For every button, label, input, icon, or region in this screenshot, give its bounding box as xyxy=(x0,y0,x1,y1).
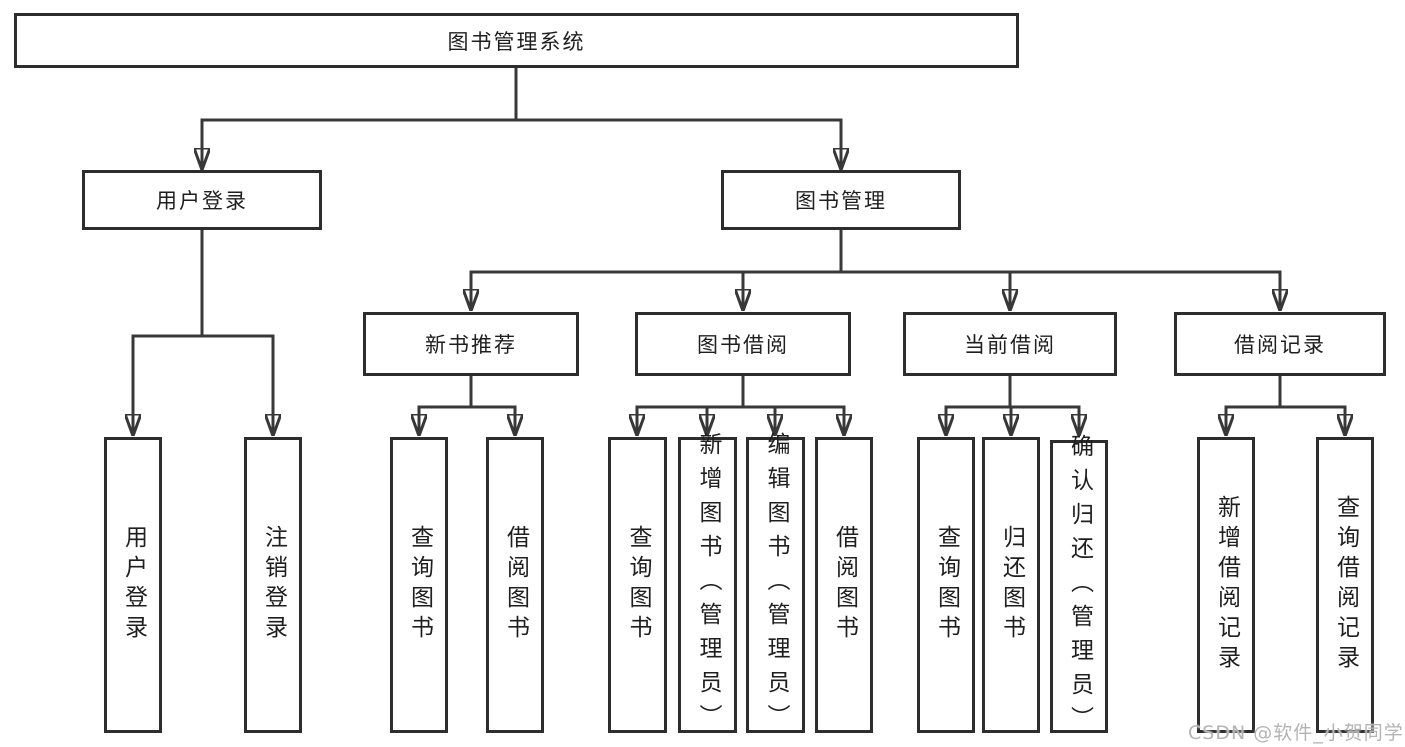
node-book-mgmt: 图书管理 xyxy=(721,170,961,230)
node-book-borrow: 图书借阅 xyxy=(635,312,851,376)
node-root: 图书管理系统 xyxy=(14,13,1019,68)
leaf-edit-books-admin: 编辑图书（管理员） xyxy=(746,432,805,738)
leaf-new-books-query-label: 查询图书 xyxy=(406,525,433,645)
leaf-edit-books-admin-label: 编辑图书（管理员） xyxy=(763,432,789,738)
leaf-user-login: 用户登录 xyxy=(104,437,162,733)
tree-connectors xyxy=(132,68,1347,434)
leaf-add-borrow-record: 新增借阅记录 xyxy=(1197,437,1255,733)
leaf-return-books: 归还图书 xyxy=(982,437,1040,733)
leaf-current-borrow-query: 查询图书 xyxy=(917,437,975,733)
leaf-query-borrow-record: 查询借阅记录 xyxy=(1316,437,1374,733)
leaf-query-borrow-record-label: 查询借阅记录 xyxy=(1332,495,1359,675)
leaf-add-borrow-record-label: 新增借阅记录 xyxy=(1213,495,1240,675)
leaf-add-books-admin-label: 新增图书（管理员） xyxy=(695,432,721,738)
leaf-new-books-query: 查询图书 xyxy=(390,437,448,733)
node-current-borrow: 当前借阅 xyxy=(903,312,1117,376)
leaf-book-borrow-borrow-label: 借阅图书 xyxy=(831,525,858,645)
leaf-new-books-borrow-label: 借阅图书 xyxy=(502,525,529,645)
leaf-add-books-admin: 新增图书（管理员） xyxy=(678,432,737,738)
node-user-login: 用户登录 xyxy=(82,170,322,230)
leaf-confirm-return-admin: 确认归还（管理员） xyxy=(1050,434,1108,740)
leaf-logout-login: 注销登录 xyxy=(244,437,302,733)
leaf-book-borrow-query: 查询图书 xyxy=(608,437,667,733)
leaf-book-borrow-query-label: 查询图书 xyxy=(625,525,651,645)
leaf-new-books-borrow: 借阅图书 xyxy=(486,437,544,733)
node-borrow-records: 借阅记录 xyxy=(1174,312,1386,376)
leaf-user-login-label: 用户登录 xyxy=(120,525,147,645)
csdn-watermark: CSDN @软件_小贺同学 xyxy=(1188,722,1404,744)
leaf-book-borrow-borrow: 借阅图书 xyxy=(815,437,873,733)
leaf-confirm-return-admin-label: 确认归还（管理员） xyxy=(1066,433,1093,740)
node-new-books: 新书推荐 xyxy=(363,312,579,376)
leaf-logout-login-label: 注销登录 xyxy=(260,525,287,645)
leaf-return-books-label: 归还图书 xyxy=(998,525,1025,645)
leaf-current-borrow-query-label: 查询图书 xyxy=(933,525,960,645)
